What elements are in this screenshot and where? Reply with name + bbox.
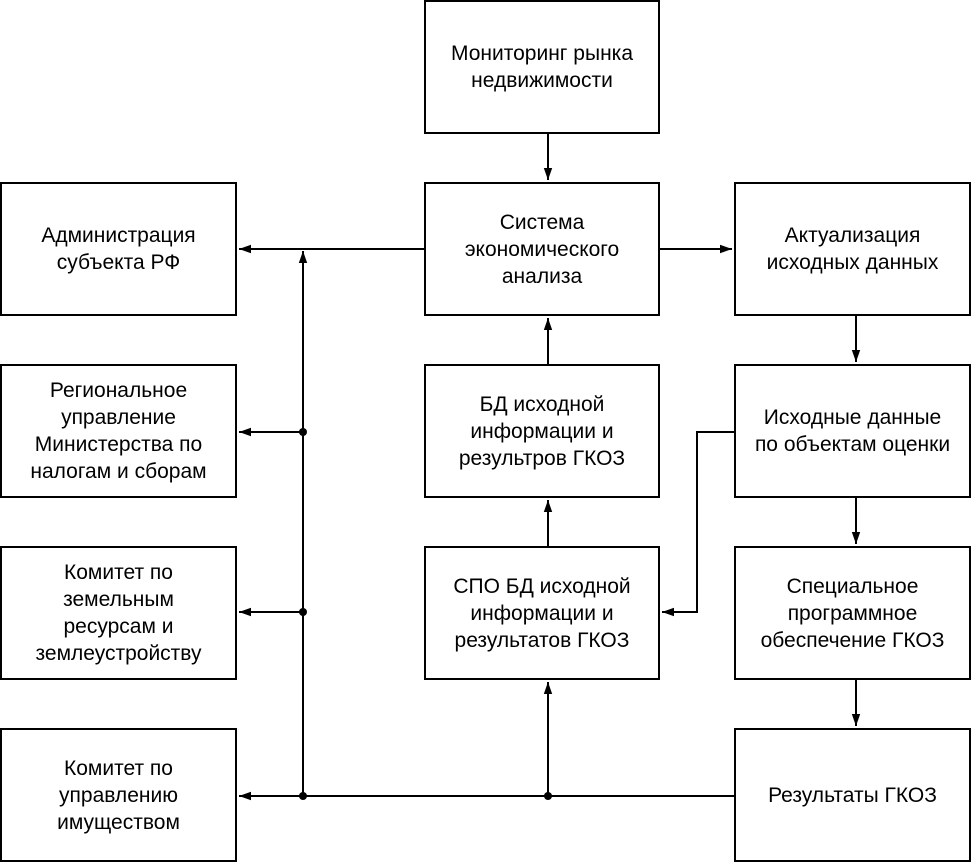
junction-dot bbox=[299, 792, 307, 800]
box-source-data-update: Актуализация исходных данных bbox=[734, 182, 971, 316]
junction-dot bbox=[299, 428, 307, 436]
box-database-software: СПО БД исходной информации и результатов… bbox=[424, 546, 660, 680]
junction-dot bbox=[299, 608, 307, 616]
box-federal-subject-administration: Администрация субъекта РФ bbox=[0, 182, 237, 316]
box-valuation-object-data: Исходные данные по объектам оценки bbox=[734, 364, 971, 498]
junction-dot bbox=[544, 792, 552, 800]
box-economic-analysis-system: Система экономического анализа bbox=[424, 182, 660, 316]
arrow-source-to-spo bbox=[662, 431, 734, 617]
box-regional-tax-ministry: Региональное управление Министерства по … bbox=[0, 364, 237, 498]
box-land-resources-committee: Комитет по земельным ресурсам и землеуст… bbox=[0, 546, 237, 680]
box-real-estate-monitoring: Мониторинг рынка недвижимости bbox=[424, 0, 660, 134]
box-source-info-database: БД исходной информации и результров ГКОЗ bbox=[424, 364, 660, 498]
box-gkoz-results: Результаты ГКОЗ bbox=[734, 728, 971, 862]
box-special-software: Специальное программное обеспечение ГКОЗ bbox=[734, 546, 971, 680]
box-property-management-committee: Комитет по управлению имуществом bbox=[0, 728, 237, 862]
